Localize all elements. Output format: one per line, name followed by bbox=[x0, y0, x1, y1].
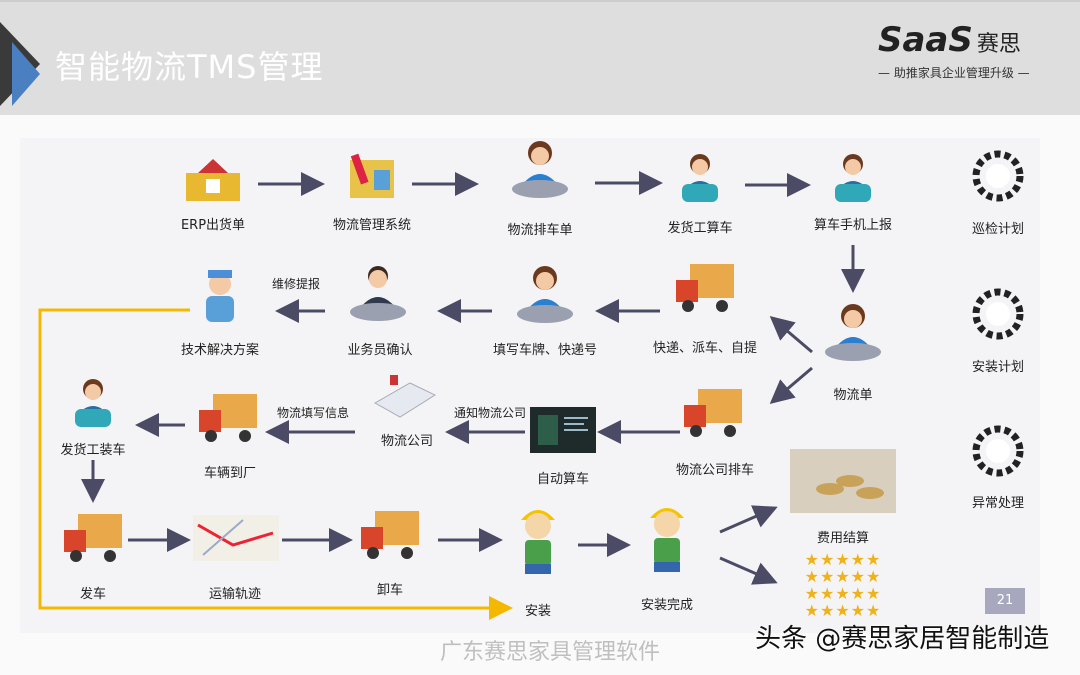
truck-icon bbox=[60, 510, 126, 570]
gear-plan-icon bbox=[970, 287, 1026, 345]
node-settle: 费用结算 bbox=[816, 531, 870, 546]
rating-stars-icon: ★★★★★★★★★★★★★★★★★★★★ bbox=[804, 550, 882, 620]
system-box-icon bbox=[344, 150, 400, 206]
chevron-blue-icon bbox=[12, 42, 40, 106]
gear-plan-icon bbox=[970, 149, 1026, 207]
node-arrive: 车辆到厂 bbox=[203, 466, 257, 481]
node-waybill: 物流单 bbox=[833, 388, 873, 403]
node-tech: 技术解决方案 bbox=[180, 343, 260, 358]
side-inspection-plan: 巡检计划 bbox=[971, 222, 1025, 237]
node-depart: 发车 bbox=[79, 587, 107, 602]
map-route-icon bbox=[193, 515, 279, 565]
arrow bbox=[719, 556, 778, 585]
watermark-main: 头条 @赛思家居智能制造 bbox=[755, 624, 1050, 654]
computer-screen-icon bbox=[530, 407, 596, 457]
staff-person-icon bbox=[508, 135, 572, 205]
edge-label-repair: 维修提报 bbox=[271, 277, 321, 291]
page-title: 智能物流TMS管理 bbox=[55, 48, 324, 86]
installer-worker-icon bbox=[513, 500, 563, 584]
node-install: 安装 bbox=[524, 604, 552, 619]
warehouse-icon bbox=[370, 373, 440, 427]
money-coins-icon bbox=[790, 449, 896, 517]
node-carrier: 物流公司 bbox=[380, 434, 434, 449]
worker-person-icon bbox=[672, 148, 728, 212]
node-phone-report: 算车手机上报 bbox=[813, 218, 893, 233]
node-sales-confirm: 业务员确认 bbox=[347, 343, 413, 358]
technician-icon bbox=[192, 266, 248, 330]
logo-cn: 赛思 bbox=[976, 32, 1021, 57]
arrow bbox=[769, 316, 813, 354]
node-auto-calc: 自动算车 bbox=[536, 472, 590, 487]
staff-person-icon bbox=[821, 298, 885, 368]
node-loader-calc: 发货工算车 bbox=[667, 221, 733, 236]
watermark-faint: 广东赛思家具管理软件 bbox=[440, 640, 661, 665]
worker-person-icon bbox=[65, 373, 121, 437]
staff-person-icon bbox=[513, 260, 577, 330]
side-exception: 异常处理 bbox=[971, 496, 1025, 511]
logo-text: SaaS bbox=[878, 20, 973, 60]
page-number: 21 bbox=[985, 588, 1025, 614]
node-erp: ERP出货单 bbox=[180, 218, 246, 233]
installer-worker-icon bbox=[642, 498, 692, 582]
node-install-done: 安装完成 bbox=[640, 598, 694, 613]
salesman-person-icon bbox=[346, 258, 410, 328]
truck-icon bbox=[672, 260, 738, 320]
gear-plan-icon bbox=[970, 424, 1026, 482]
arrow bbox=[719, 505, 778, 534]
edge-label-notify: 通知物流公司 bbox=[453, 406, 527, 420]
truck-icon bbox=[357, 507, 423, 567]
node-plate: 填写车牌、快递号 bbox=[492, 343, 598, 358]
node-tms: 物流管理系统 bbox=[332, 218, 412, 233]
side-install-plan: 安装计划 bbox=[971, 360, 1025, 375]
truck-icon bbox=[195, 390, 261, 450]
highlight-flow-line bbox=[38, 308, 513, 620]
node-loader-load: 发货工装车 bbox=[60, 443, 126, 458]
node-unload: 卸车 bbox=[376, 583, 404, 598]
house-box-icon bbox=[178, 155, 248, 209]
worker-person-icon bbox=[825, 148, 881, 212]
arrow bbox=[769, 366, 813, 404]
node-dispatch: 物流排车单 bbox=[507, 223, 573, 238]
edge-label-fill-info: 物流填写信息 bbox=[276, 406, 350, 420]
node-carrier-dispatch: 物流公司排车 bbox=[675, 463, 755, 478]
truck-icon bbox=[680, 385, 746, 445]
node-express: 快递、派车、自提 bbox=[652, 341, 758, 356]
node-track: 运输轨迹 bbox=[208, 587, 262, 602]
slogan: — 助推家具企业管理升级 — bbox=[878, 66, 1030, 80]
